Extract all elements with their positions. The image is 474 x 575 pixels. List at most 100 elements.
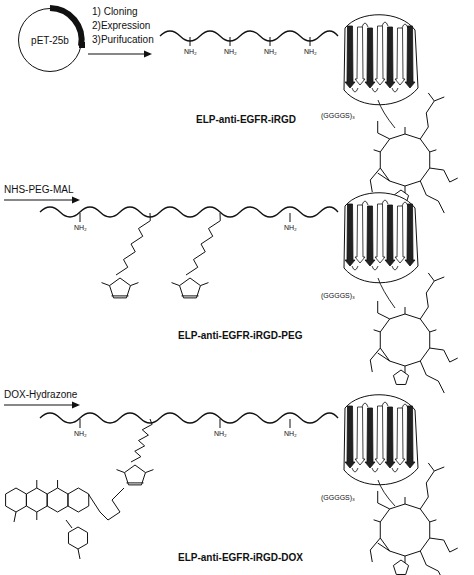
- beta-strand: [365, 28, 375, 88]
- ring: [68, 527, 87, 549]
- plasmid-name: pET-25b: [31, 35, 69, 46]
- step-text: 1) Cloning: [92, 6, 138, 17]
- ring: [393, 370, 408, 384]
- bond-line: [112, 295, 129, 296]
- bond-line: [290, 213, 291, 222]
- chain: [370, 348, 380, 372]
- bond-line: [430, 330, 437, 332]
- ring: [47, 488, 68, 512]
- amine-label: NH₂: [263, 48, 278, 56]
- beta-strand: [405, 26, 415, 88]
- bond-line: [450, 548, 458, 552]
- linker: [378, 480, 395, 506]
- elp-chain: [40, 207, 338, 217]
- bond-line: [405, 556, 406, 563]
- bond-line: [78, 549, 80, 559]
- reagent-name: DOX-Hydrazone: [4, 389, 77, 400]
- chain: [420, 471, 434, 509]
- bond-line: [57, 480, 58, 488]
- amine-label: NH₂: [283, 430, 298, 438]
- chain: [420, 281, 434, 319]
- loop: [392, 266, 398, 270]
- ring: [380, 314, 429, 366]
- ring: [180, 278, 201, 298]
- loop: [362, 23, 368, 27]
- amine-label: NH₂: [183, 48, 198, 56]
- beta-strand: [365, 206, 375, 266]
- bond-line: [88, 494, 100, 512]
- linker-label: (GGGGS)₃: [320, 494, 356, 502]
- bond-line: [450, 178, 458, 182]
- construct-name: ELP-anti-EGFR-iRGD-PEG: [178, 330, 302, 341]
- construct-name: ELP-anti-EGFR-iRGD-DOX: [178, 552, 303, 563]
- bond-line: [405, 186, 406, 193]
- chain: [131, 419, 152, 462]
- ring: [380, 134, 429, 186]
- beta-strand: [375, 26, 385, 85]
- bond-line: [36, 512, 37, 520]
- chain: [434, 467, 444, 471]
- chain: [434, 277, 444, 281]
- bond-line: [230, 37, 231, 46]
- plasmid-circle: pET-25b: [18, 8, 82, 72]
- bond-line: [4, 199, 74, 200]
- arrow-head: [72, 402, 80, 409]
- bond-line: [430, 520, 437, 522]
- chain: [430, 168, 450, 182]
- bond-line: [290, 419, 291, 428]
- bond-line: [378, 173, 390, 181]
- bond-line: [88, 53, 146, 54]
- beta-strand: [375, 204, 385, 263]
- bond-line: [14, 512, 16, 522]
- chain: [430, 348, 450, 362]
- bond-line: [374, 330, 381, 332]
- bond-line: [374, 520, 381, 522]
- loop: [372, 88, 378, 92]
- protein-outline: [344, 395, 418, 485]
- bond-line: [405, 497, 406, 504]
- chain: [116, 213, 150, 275]
- bond-line: [66, 520, 72, 528]
- bond-line: [310, 37, 311, 46]
- loop: [372, 468, 378, 472]
- bond-line: [102, 283, 110, 286]
- bond-line: [80, 213, 81, 222]
- chain: [370, 168, 380, 192]
- elp-chain: [40, 413, 338, 423]
- beta-strand: [375, 406, 385, 465]
- bond-line: [36, 480, 37, 488]
- bond-line: [80, 419, 81, 428]
- beta-strand: [355, 27, 365, 85]
- bond-line: [374, 150, 381, 152]
- beta-strand: [345, 204, 355, 266]
- bond-line: [172, 283, 180, 286]
- loop: [382, 402, 388, 406]
- loop: [382, 200, 388, 204]
- beta-strand: [385, 407, 395, 468]
- bond-line: [405, 127, 406, 134]
- beta-strand: [405, 406, 415, 468]
- beta-strand: [395, 206, 405, 263]
- loop: [352, 468, 358, 472]
- bond-line: [378, 543, 390, 551]
- amine-label: NH₂: [73, 224, 88, 232]
- plasmid-insert: [79, 42, 85, 48]
- beta-strand: [345, 406, 355, 468]
- linker: [378, 100, 395, 128]
- loop: [392, 88, 398, 92]
- loop: [362, 403, 368, 407]
- linker-label: (GGGGS)₃: [320, 292, 356, 300]
- chain: [100, 488, 124, 520]
- ring: [68, 488, 89, 512]
- linker-label: (GGGGS)₃: [320, 112, 356, 120]
- bond-line: [190, 37, 191, 46]
- amine-label: NH₂: [223, 48, 238, 56]
- amine-label: NH₂: [213, 430, 228, 438]
- chain: [420, 181, 444, 213]
- loop: [362, 201, 368, 205]
- bond-line: [450, 358, 458, 362]
- bond-line: [200, 283, 208, 286]
- beta-strand: [395, 408, 405, 465]
- beta-strand: [385, 27, 395, 88]
